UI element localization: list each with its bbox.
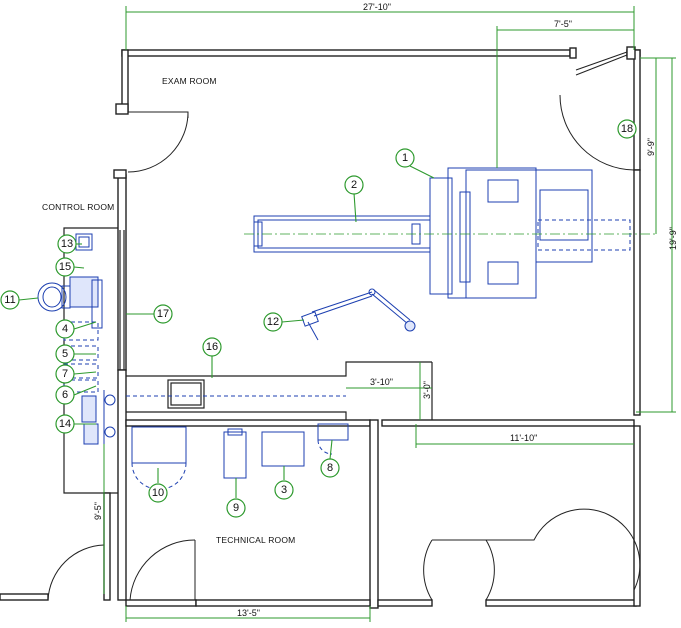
svg-text:15: 15 — [59, 261, 71, 273]
svg-text:12: 12 — [267, 316, 279, 328]
callout-8: 8 — [320, 458, 340, 478]
callouts: 1 2 3 4 5 6 7 8 9 10 11 12 13 14 15 16 1… — [0, 119, 637, 518]
dim-upper-height: 9'-9" — [646, 138, 656, 156]
callout-3: 3 — [274, 480, 294, 500]
injector-arm — [301, 288, 416, 341]
svg-text:9: 9 — [233, 502, 239, 514]
svg-text:7: 7 — [62, 368, 68, 380]
dimension-lines — [103, 6, 676, 622]
callout-11: 11 — [0, 290, 20, 310]
callout-5: 5 — [55, 344, 75, 364]
room-label-control: CONTROL ROOM — [42, 202, 114, 212]
callout-9: 9 — [226, 498, 246, 518]
control-console — [63, 233, 116, 450]
callout-7: 7 — [55, 364, 75, 384]
svg-text:5: 5 — [62, 348, 68, 360]
callout-18: 18 — [617, 119, 637, 139]
dim-tech-width-right: 11'-10" — [510, 433, 537, 443]
callout-17: 17 — [153, 304, 173, 324]
ct-table — [244, 215, 656, 253]
svg-text:1: 1 — [402, 152, 408, 164]
counter — [119, 230, 433, 420]
svg-text:2: 2 — [351, 179, 357, 191]
operator-chair — [37, 282, 71, 312]
svg-text:14: 14 — [59, 418, 71, 430]
walls — [0, 46, 641, 609]
svg-text:4: 4 — [62, 323, 68, 335]
callout-4: 4 — [55, 319, 75, 339]
callout-leaders — [18, 165, 435, 498]
callout-6: 6 — [55, 385, 75, 405]
room-label-exam: EXAM ROOM — [162, 76, 217, 86]
dim-gantry-offset: 7'-5" — [554, 19, 572, 29]
svg-text:13: 13 — [61, 238, 73, 250]
dimension-labels: 27'-10" 7'-5" 9'-9" 19'-9" 3'-10" 3'-0" … — [93, 2, 678, 618]
dim-overall-width: 27'-10" — [363, 2, 391, 12]
ct-gantry — [429, 167, 631, 299]
dim-overall-height: 19'-9" — [668, 227, 678, 250]
callout-15: 15 — [55, 257, 75, 277]
svg-text:6: 6 — [62, 389, 68, 401]
callout-14: 14 — [55, 414, 75, 434]
dim-counter-length: 3'-10" — [370, 377, 393, 387]
svg-text:8: 8 — [327, 462, 333, 474]
svg-text:3: 3 — [281, 484, 287, 496]
svg-text:16: 16 — [206, 341, 218, 353]
dim-tech-width-bottom: 13'-5" — [237, 608, 260, 618]
dim-counter-depth: 3'-0" — [422, 381, 432, 399]
room-label-technical: TECHNICAL ROOM — [216, 535, 295, 545]
callout-13: 13 — [57, 234, 77, 254]
callout-10: 10 — [148, 483, 168, 503]
svg-text:10: 10 — [152, 487, 164, 499]
doors — [47, 51, 641, 601]
callout-1: 1 — [395, 148, 415, 168]
technical-equipment — [131, 423, 349, 490]
svg-text:18: 18 — [621, 123, 633, 135]
callout-16: 16 — [202, 337, 222, 357]
callout-12: 12 — [263, 312, 283, 332]
svg-text:11: 11 — [4, 294, 15, 306]
svg-text:17: 17 — [157, 308, 169, 320]
callout-2: 2 — [344, 175, 364, 195]
dim-control-height: 9'-5" — [93, 502, 103, 520]
